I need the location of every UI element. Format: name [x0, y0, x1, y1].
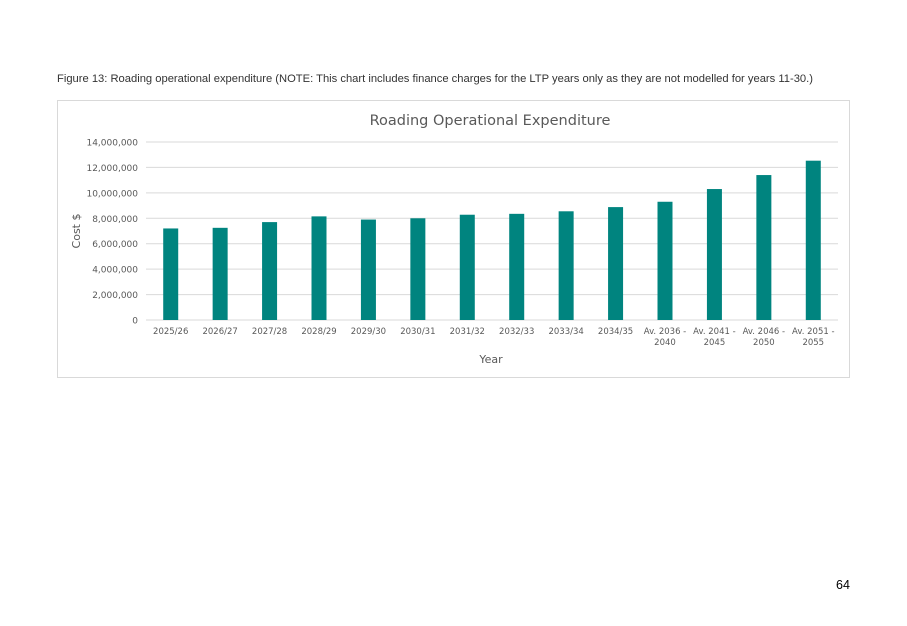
- gridlines: [146, 141, 838, 321]
- bar: [212, 227, 228, 320]
- y-axis-ticks: 0 2,000,000 4,000,000 6,000,000 8,000,000 10,…: [86, 139, 138, 327]
- y-tick-label: 8,000,000: [92, 215, 138, 225]
- x-tick-label: 2029/30: [351, 327, 386, 337]
- x-tick-label: 2027/28: [252, 327, 287, 337]
- x-tick-label: 2030/31: [400, 327, 435, 337]
- x-tick-label: 2040: [654, 338, 676, 348]
- y-tick-label: 12,000,000: [86, 164, 138, 174]
- figure-caption: Figure 13: Roading operational expenditu…: [57, 73, 813, 85]
- bar: [608, 207, 624, 320]
- bar: [262, 222, 278, 320]
- x-tick-label: 2045: [704, 338, 726, 348]
- x-tick-label: Av. 2051 -: [792, 327, 835, 337]
- x-tick-label: 2050: [753, 338, 775, 348]
- y-tick-label: 14,000,000: [86, 139, 138, 149]
- y-tick-label: 4,000,000: [92, 266, 138, 276]
- x-tick-label: 2034/35: [598, 327, 633, 337]
- bar: [509, 213, 525, 320]
- x-tick-label: 2026/27: [202, 327, 237, 337]
- x-axis-label: Year: [478, 353, 503, 366]
- x-tick-label: 2055: [802, 338, 824, 348]
- x-tick-label: 2028/29: [301, 327, 336, 337]
- x-tick-label: 2025/26: [153, 327, 188, 337]
- x-tick-label: Av. 2041 -: [693, 327, 736, 337]
- x-tick-label: Av. 2046 -: [743, 327, 786, 337]
- page-number: 64: [836, 578, 850, 592]
- y-axis-label: Cost $: [70, 214, 83, 249]
- bar: [360, 219, 376, 320]
- x-tick-label: Av. 2036 -: [644, 327, 687, 337]
- chart-container: Roading Operational Expenditure 0 2,000,0…: [57, 100, 850, 378]
- bar: [163, 228, 179, 320]
- x-tick-label: 2031/32: [450, 327, 485, 337]
- y-tick-label: 6,000,000: [92, 240, 138, 250]
- bar: [459, 214, 475, 320]
- bar: [311, 216, 327, 320]
- y-tick-label: 2,000,000: [92, 291, 138, 301]
- bar: [657, 201, 673, 320]
- x-tick-label: 2033/34: [548, 327, 583, 337]
- bar: [706, 189, 722, 320]
- bar: [410, 218, 426, 320]
- bar: [805, 160, 821, 320]
- x-tick-label: 2032/33: [499, 327, 534, 337]
- y-tick-label: 10,000,000: [86, 189, 138, 199]
- y-tick-label: 0: [132, 317, 138, 327]
- chart-title: Roading Operational Expenditure: [370, 113, 611, 129]
- bar: [756, 175, 772, 320]
- x-axis-ticks: 2025/26 2026/27 2027/28 2028/29 2029/30 2030/…: [153, 327, 834, 348]
- bars: [163, 160, 821, 320]
- bar-chart: Roading Operational Expenditure 0 2,000,0…: [70, 113, 838, 366]
- bar: [558, 211, 574, 320]
